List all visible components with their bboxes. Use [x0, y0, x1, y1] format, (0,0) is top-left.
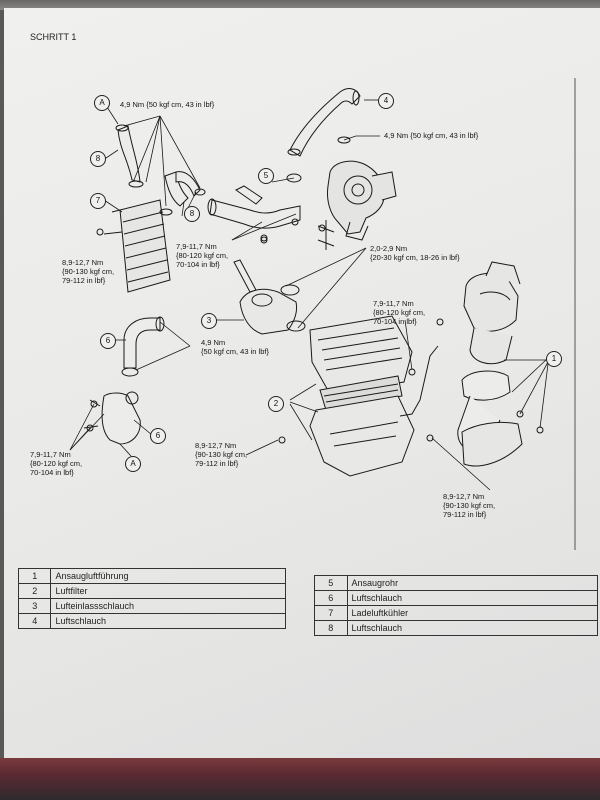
torque-label-top-left: 4,9 Nm {50 kgf cm, 43 in lbf}: [120, 100, 215, 109]
legend-num: 3: [17, 598, 52, 614]
callout-A-bottom: A: [125, 456, 141, 472]
legend-num: 6: [314, 590, 348, 606]
legend-num: 2: [17, 583, 52, 599]
torque-label-center: 7,9-11,7 Nm {80-120 kgf cm, 70-104 in lb…: [176, 242, 229, 269]
air-hose-8-left: [117, 125, 141, 183]
torque-label-top-right: 4,9 Nm {50 kgf cm, 43 in lbf}: [384, 131, 479, 140]
torque-label-intercooler: 8,9-12,7 Nm {90-130 kgf cm, 79-112 in lb…: [62, 258, 115, 285]
legend-part-name: Luftschlauch: [50, 613, 286, 629]
legend-part-name: Luftfilter: [50, 583, 286, 599]
step-title: SCHRITT 1: [30, 32, 77, 42]
torque-label-clamp: 2,0-2,9 Nm {20-30 kgf cm, 18-26 in lbf}: [370, 244, 460, 262]
bolts: [86, 224, 326, 432]
exploded-parts-diagram: [69, 88, 549, 491]
callout-8-left: 8: [90, 151, 106, 167]
intake-pipe-5: [207, 185, 301, 244]
legend-part-name: Ladeluftkühler: [346, 605, 599, 621]
legend-num: 1: [17, 568, 52, 584]
intake-air-duct: [399, 261, 544, 467]
callout-3: 3: [201, 313, 217, 329]
clamp: [128, 180, 144, 188]
torque-label-mid-hose: 4,9 Nm {50 kgf cm, 43 in lbf}: [201, 338, 269, 356]
legend-num: 4: [17, 613, 52, 629]
legend-part-name: Ansaugluftführung: [50, 568, 286, 584]
intercooler-part: [103, 199, 171, 293]
air-hose-4: [289, 88, 361, 157]
legend-part-name: Lufteinlassschlauch: [50, 598, 286, 614]
air-intake-hose-3: [233, 259, 306, 335]
callout-4: 4: [378, 93, 394, 109]
page-bottom-shadow: [0, 758, 600, 800]
legend-part-name: Ansaugrohr: [346, 575, 599, 591]
clamp: [115, 124, 129, 132]
legend-part-name: Luftschlauch: [346, 590, 599, 606]
torque-label-airbox: 8,9-12,7 Nm {90-130 kgf cm, 79-112 in lb…: [195, 441, 248, 468]
leader-lines: [69, 99, 549, 491]
callout-6-lower: 6: [150, 428, 166, 444]
legend-num: 8: [314, 620, 348, 636]
callout-7: 7: [90, 193, 106, 209]
callout-8-right: 8: [184, 206, 200, 222]
callout-A-top: A: [94, 95, 110, 111]
air-hose-6: [83, 316, 165, 445]
legend-part-name: Luftschlauch: [346, 620, 599, 636]
legend-num: 7: [314, 605, 348, 621]
legend-num: 5: [314, 575, 348, 591]
torque-label-right-upper: 7,9-11,7 Nm {80-120 kgf cm, 70-104 in lb…: [373, 299, 426, 326]
torque-label-bottom-right: 8,9-12,7 Nm {90-130 kgf cm, 79-112 in lb…: [443, 492, 496, 519]
air-filter-box: [278, 315, 416, 477]
torque-label-bottom-left: 7,9-11,7 Nm {80-120 kgf cm, 70-104 in lb…: [30, 450, 83, 477]
page-top-edge: [0, 0, 600, 10]
callout-5: 5: [258, 168, 274, 184]
callout-2: 2: [268, 396, 284, 412]
callout-1: 1: [546, 351, 562, 367]
callout-6-upper: 6: [100, 333, 116, 349]
turbocharger: [286, 160, 397, 250]
